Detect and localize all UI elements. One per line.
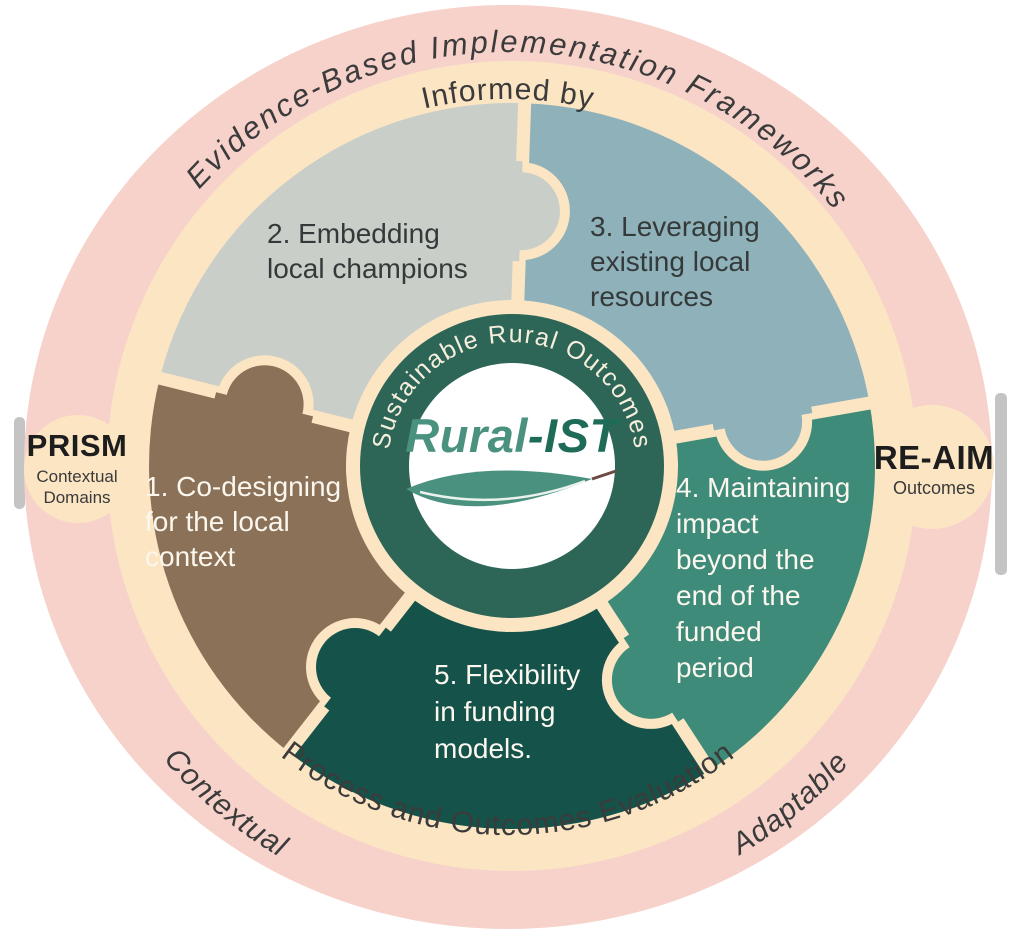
reaim-badge: RE-AIM Outcomes: [874, 439, 994, 498]
rural-ist-logo: Rural-IST: [405, 409, 622, 462]
piece-5-label: 5. Flexibility in funding models.: [434, 659, 588, 764]
reaim-subtitle: Outcomes: [893, 478, 975, 498]
piece-1-line-3: context: [145, 541, 235, 572]
prism-title: PRISM: [27, 428, 128, 463]
reaim-title: RE-AIM: [874, 439, 994, 476]
piece-1-label: 1. Co-designing for the local context: [145, 471, 349, 572]
piece-4-line-3: beyond the: [676, 544, 815, 575]
knob-piece1: [202, 355, 314, 470]
piece-5-line-3: models.: [434, 733, 532, 764]
piece-3-line-3: resources: [590, 281, 713, 312]
knob-piece3: [704, 358, 813, 471]
left-page-edge: [14, 417, 25, 509]
piece-2-line-2: local champions: [267, 253, 468, 284]
knob-piece2: [464, 159, 570, 262]
piece-2-line-1: 2. Embedding: [267, 218, 440, 249]
piece-5-line-1: 5. Flexibility: [434, 659, 580, 690]
piece-4-line-6: period: [676, 652, 754, 683]
piece-4-line-5: funded: [676, 616, 762, 647]
leaf-stem-icon: [591, 469, 617, 481]
leaf-vein-icon: [419, 479, 586, 502]
logo-ist-text: -IST: [528, 409, 623, 462]
piece-2-label: 2. Embedding local champions: [267, 218, 468, 284]
reaim-badge-circle: [870, 405, 994, 529]
piece-3-label: 3. Leveraging existing local resources: [590, 211, 767, 312]
piece-2-embedding: [159, 102, 525, 426]
piece-3-line-2: existing local: [590, 246, 750, 277]
center-white-circle: [409, 363, 615, 569]
prism-badge: PRISM Contextual Domains: [27, 428, 128, 507]
prism-badge-circle: [24, 415, 132, 523]
piece-3-line-1: 3. Leveraging: [590, 211, 760, 242]
logo-rural-text: Rural: [405, 409, 528, 462]
knob-piece5: [306, 618, 430, 741]
prism-subtitle-1: Contextual: [36, 467, 117, 486]
piece-1-line-1: 1. Co-designing: [145, 471, 341, 502]
piece-5-line-2: in funding: [434, 696, 555, 727]
piece-4-line-4: end of the: [676, 580, 801, 611]
right-page-edge: [995, 393, 1007, 575]
piece-4-line-2: impact: [676, 508, 759, 539]
piece-3-leveraging: [517, 103, 870, 438]
knob-piece4: [601, 608, 725, 729]
piece-4-line-1: 4. Maintaining: [676, 472, 850, 503]
piece-1-line-2: for the local: [145, 506, 290, 537]
prism-subtitle-2: Domains: [43, 488, 110, 507]
piece-4-label: 4. Maintaining impact beyond the end of …: [676, 472, 858, 683]
